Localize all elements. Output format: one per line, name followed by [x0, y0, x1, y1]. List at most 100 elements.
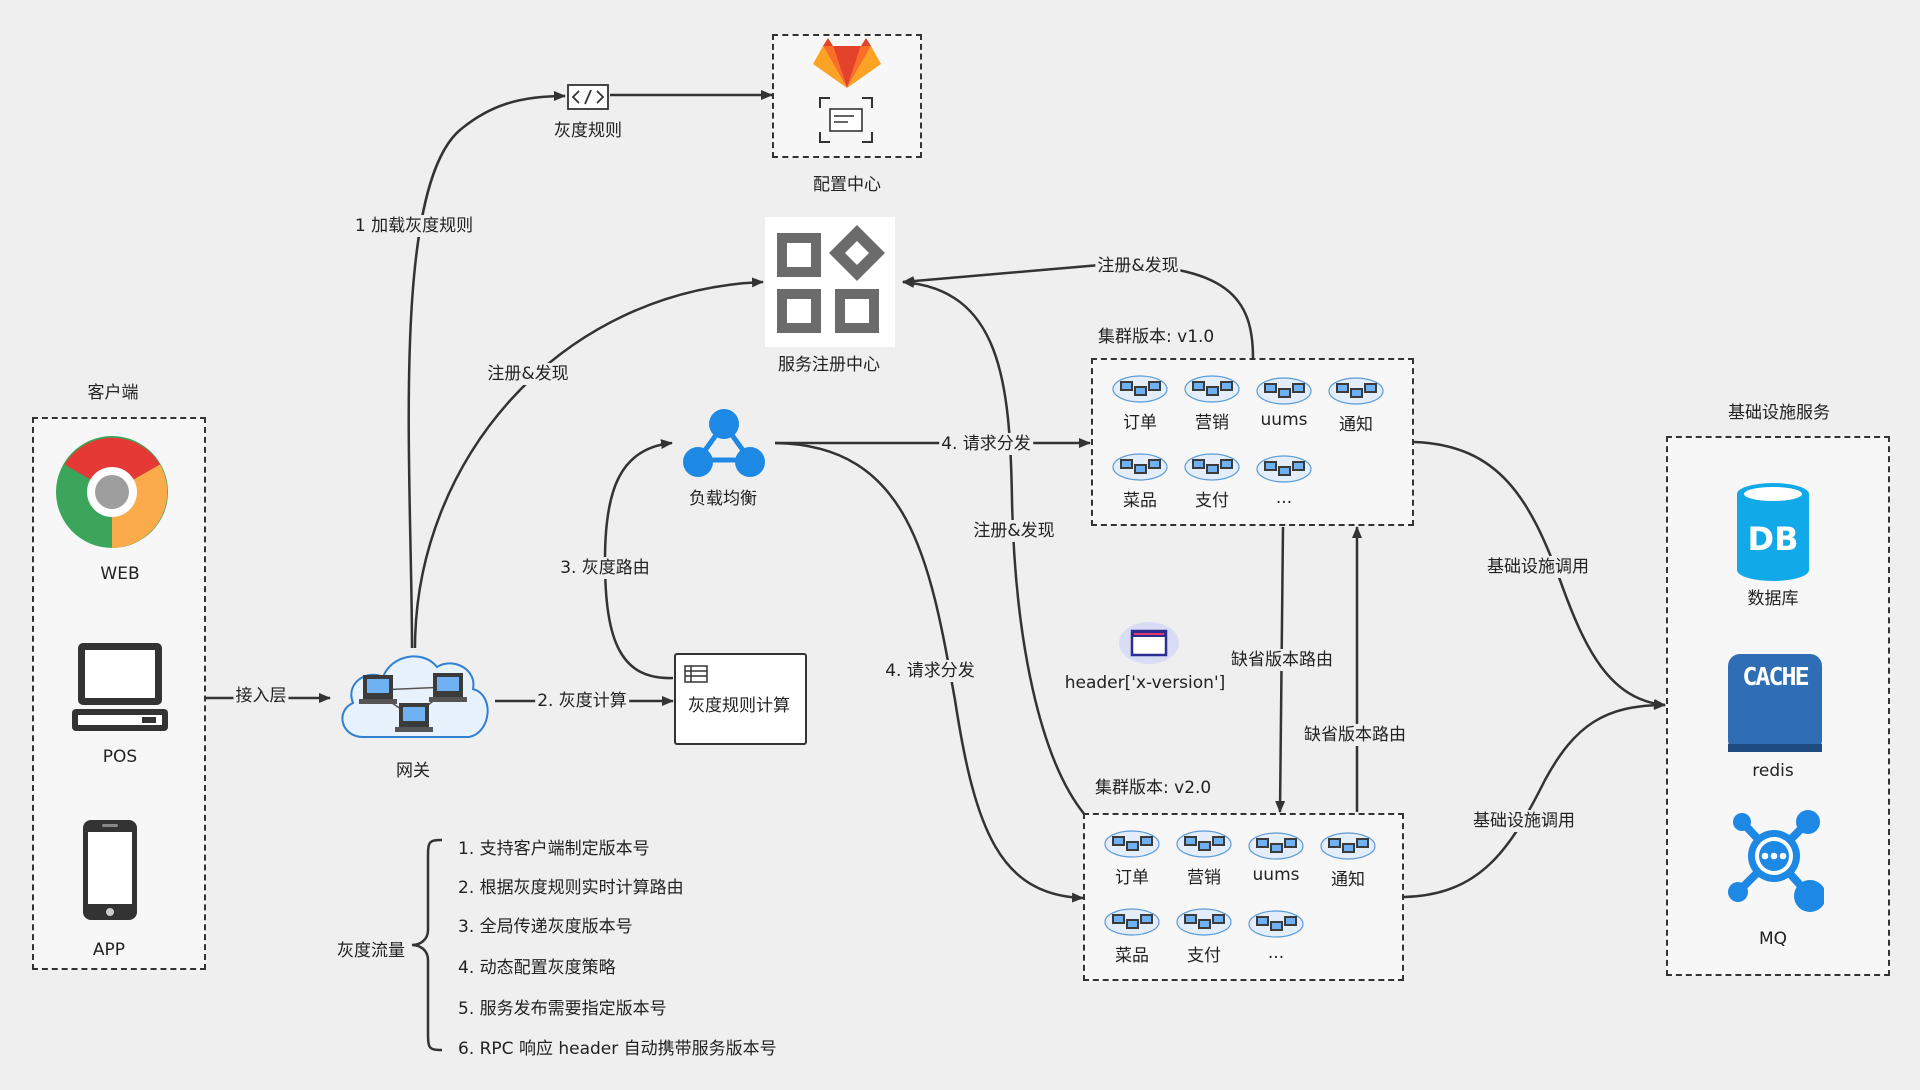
edge-label-register-v2: 注册&发现: [971, 520, 1057, 542]
service-label: uums: [1260, 410, 1308, 430]
registry-label: 服务注册中心: [778, 355, 880, 375]
service-cluster-icon: [1105, 452, 1175, 482]
table-icon: [684, 665, 708, 687]
service-label: uums: [1252, 865, 1300, 885]
gray-traffic-item-1: 1. 支持客户端制定版本号: [458, 839, 650, 859]
registry-icon: [765, 217, 895, 347]
edge-label-infra-call-v1: 基础设施调用: [1485, 556, 1591, 578]
gray-traffic-item-5: 5. 服务发布需要指定版本号: [458, 999, 667, 1019]
service-label: 菜品: [1115, 946, 1149, 966]
service-3: 通知: [1313, 831, 1383, 890]
load-balancer-icon: [680, 408, 768, 482]
service-0: 订单: [1105, 374, 1175, 433]
edge-label-register-v1: 注册&发现: [1095, 255, 1181, 277]
service-cluster-icon: [1241, 909, 1311, 939]
gateway-cloud-icon: [335, 645, 495, 751]
service-5: 支付: [1169, 907, 1239, 966]
rule-calc-label: 灰度规则计算: [688, 696, 790, 716]
service-6: ...: [1249, 454, 1319, 508]
mq-label: MQ: [1758, 929, 1788, 949]
cache-label: redis: [1752, 761, 1794, 781]
edge-label-dispatch-v2: 4. 请求分发: [883, 660, 977, 682]
client-web-label: WEB: [100, 564, 140, 584]
service-0: 订单: [1097, 829, 1167, 888]
service-label: 支付: [1195, 491, 1229, 511]
service-5: 支付: [1177, 452, 1247, 511]
infra-title: 基础设施服务: [1728, 403, 1830, 423]
gray-traffic-item-6: 6. RPC 响应 header 自动携带服务版本号: [458, 1039, 777, 1059]
database-icon-text: DB: [1747, 520, 1799, 558]
service-cluster-icon: [1249, 454, 1319, 484]
service-label: 营销: [1187, 868, 1221, 888]
service-6: ...: [1241, 909, 1311, 963]
database-icon: DB: [1735, 482, 1811, 586]
service-label: ...: [1267, 943, 1285, 963]
service-4: 菜品: [1105, 452, 1175, 511]
service-cluster-icon: [1241, 831, 1311, 861]
gray-traffic-title: 灰度流量: [337, 941, 405, 961]
edge-dispatch-v2: [774, 441, 1084, 903]
edge-load-rule: [407, 91, 566, 649]
infra-box: DB 数据库 CACHE redis: [1666, 436, 1890, 976]
edge-label-register-gw: 注册&发现: [485, 363, 571, 385]
browser-window-icon: [1118, 621, 1180, 669]
service-cluster-icon: [1177, 452, 1247, 482]
database-label: 数据库: [1747, 589, 1799, 609]
service-label: 通知: [1339, 415, 1373, 435]
code-icon: [567, 84, 609, 114]
gitlab-icon: [809, 38, 885, 94]
gray-rule-label: 灰度规则: [554, 121, 622, 141]
service-cluster-icon: [1105, 374, 1175, 404]
service-1: 营销: [1177, 374, 1247, 433]
cache-icon: CACHE: [1728, 654, 1822, 752]
service-cluster-icon: [1169, 907, 1239, 937]
service-2: uums: [1249, 376, 1319, 430]
rule-calc-box: 灰度规则计算: [674, 653, 807, 745]
edge-infra-call-v1: [1413, 440, 1666, 709]
config-center-label: 配置中心: [813, 175, 881, 195]
service-cluster-icon: [1177, 374, 1247, 404]
edge-infra-call-v2: [1403, 700, 1666, 899]
service-cluster-icon: [1321, 376, 1391, 406]
load-balancer-label: 负载均衡: [689, 489, 757, 509]
service-cluster-icon: [1313, 831, 1383, 861]
service-label: ...: [1275, 488, 1293, 508]
chrome-icon: [54, 434, 170, 554]
gray-traffic-item-4: 4. 动态配置灰度策略: [458, 958, 616, 978]
service-label: 订单: [1115, 868, 1149, 888]
gray-traffic-item-3: 3. 全局传递灰度版本号: [458, 917, 633, 937]
edge-label-dispatch-v1: 4. 请求分发: [939, 433, 1033, 455]
edge-label-access: 接入层: [233, 685, 289, 707]
service-label: 订单: [1123, 413, 1157, 433]
cluster-v1-title: 集群版本: v1.0: [1098, 327, 1215, 347]
edge-label-gray-route: 3. 灰度路由: [558, 557, 652, 579]
client-app-label: APP: [92, 940, 126, 960]
service-label: 支付: [1187, 946, 1221, 966]
monitor-icon: [72, 641, 168, 737]
gray-traffic-brace: [411, 838, 443, 1052]
client-title: 客户端: [87, 383, 139, 403]
config-center-box: [772, 34, 922, 158]
client-pos-label: POS: [102, 747, 138, 767]
edge-label-default-route-down: 缺省版本路由: [1229, 649, 1335, 671]
edge-label-infra-call-v2: 基础设施调用: [1471, 810, 1577, 832]
client-box: WEB POS APP: [32, 417, 206, 970]
service-4: 菜品: [1097, 907, 1167, 966]
service-cluster-icon: [1169, 829, 1239, 859]
service-cluster-icon: [1097, 907, 1167, 937]
service-3: 通知: [1321, 376, 1391, 435]
service-label: 营销: [1195, 413, 1229, 433]
edge-label-gray-compute: 2. 灰度计算: [535, 690, 629, 712]
service-cluster-icon: [1249, 376, 1319, 406]
service-cluster-icon: [1097, 829, 1167, 859]
edge-register-v2: [902, 277, 1086, 816]
cache-icon-text: CACHE: [1742, 662, 1809, 691]
mq-icon: [1724, 806, 1826, 920]
config-file-icon: [818, 96, 874, 148]
edge-label-default-route-up: 缺省版本路由: [1302, 724, 1408, 746]
gray-traffic-item-2: 2. 根据灰度规则实时计算路由: [458, 878, 684, 898]
phone-icon: [82, 819, 138, 925]
header-version-label: header['x-version']: [1064, 673, 1226, 693]
